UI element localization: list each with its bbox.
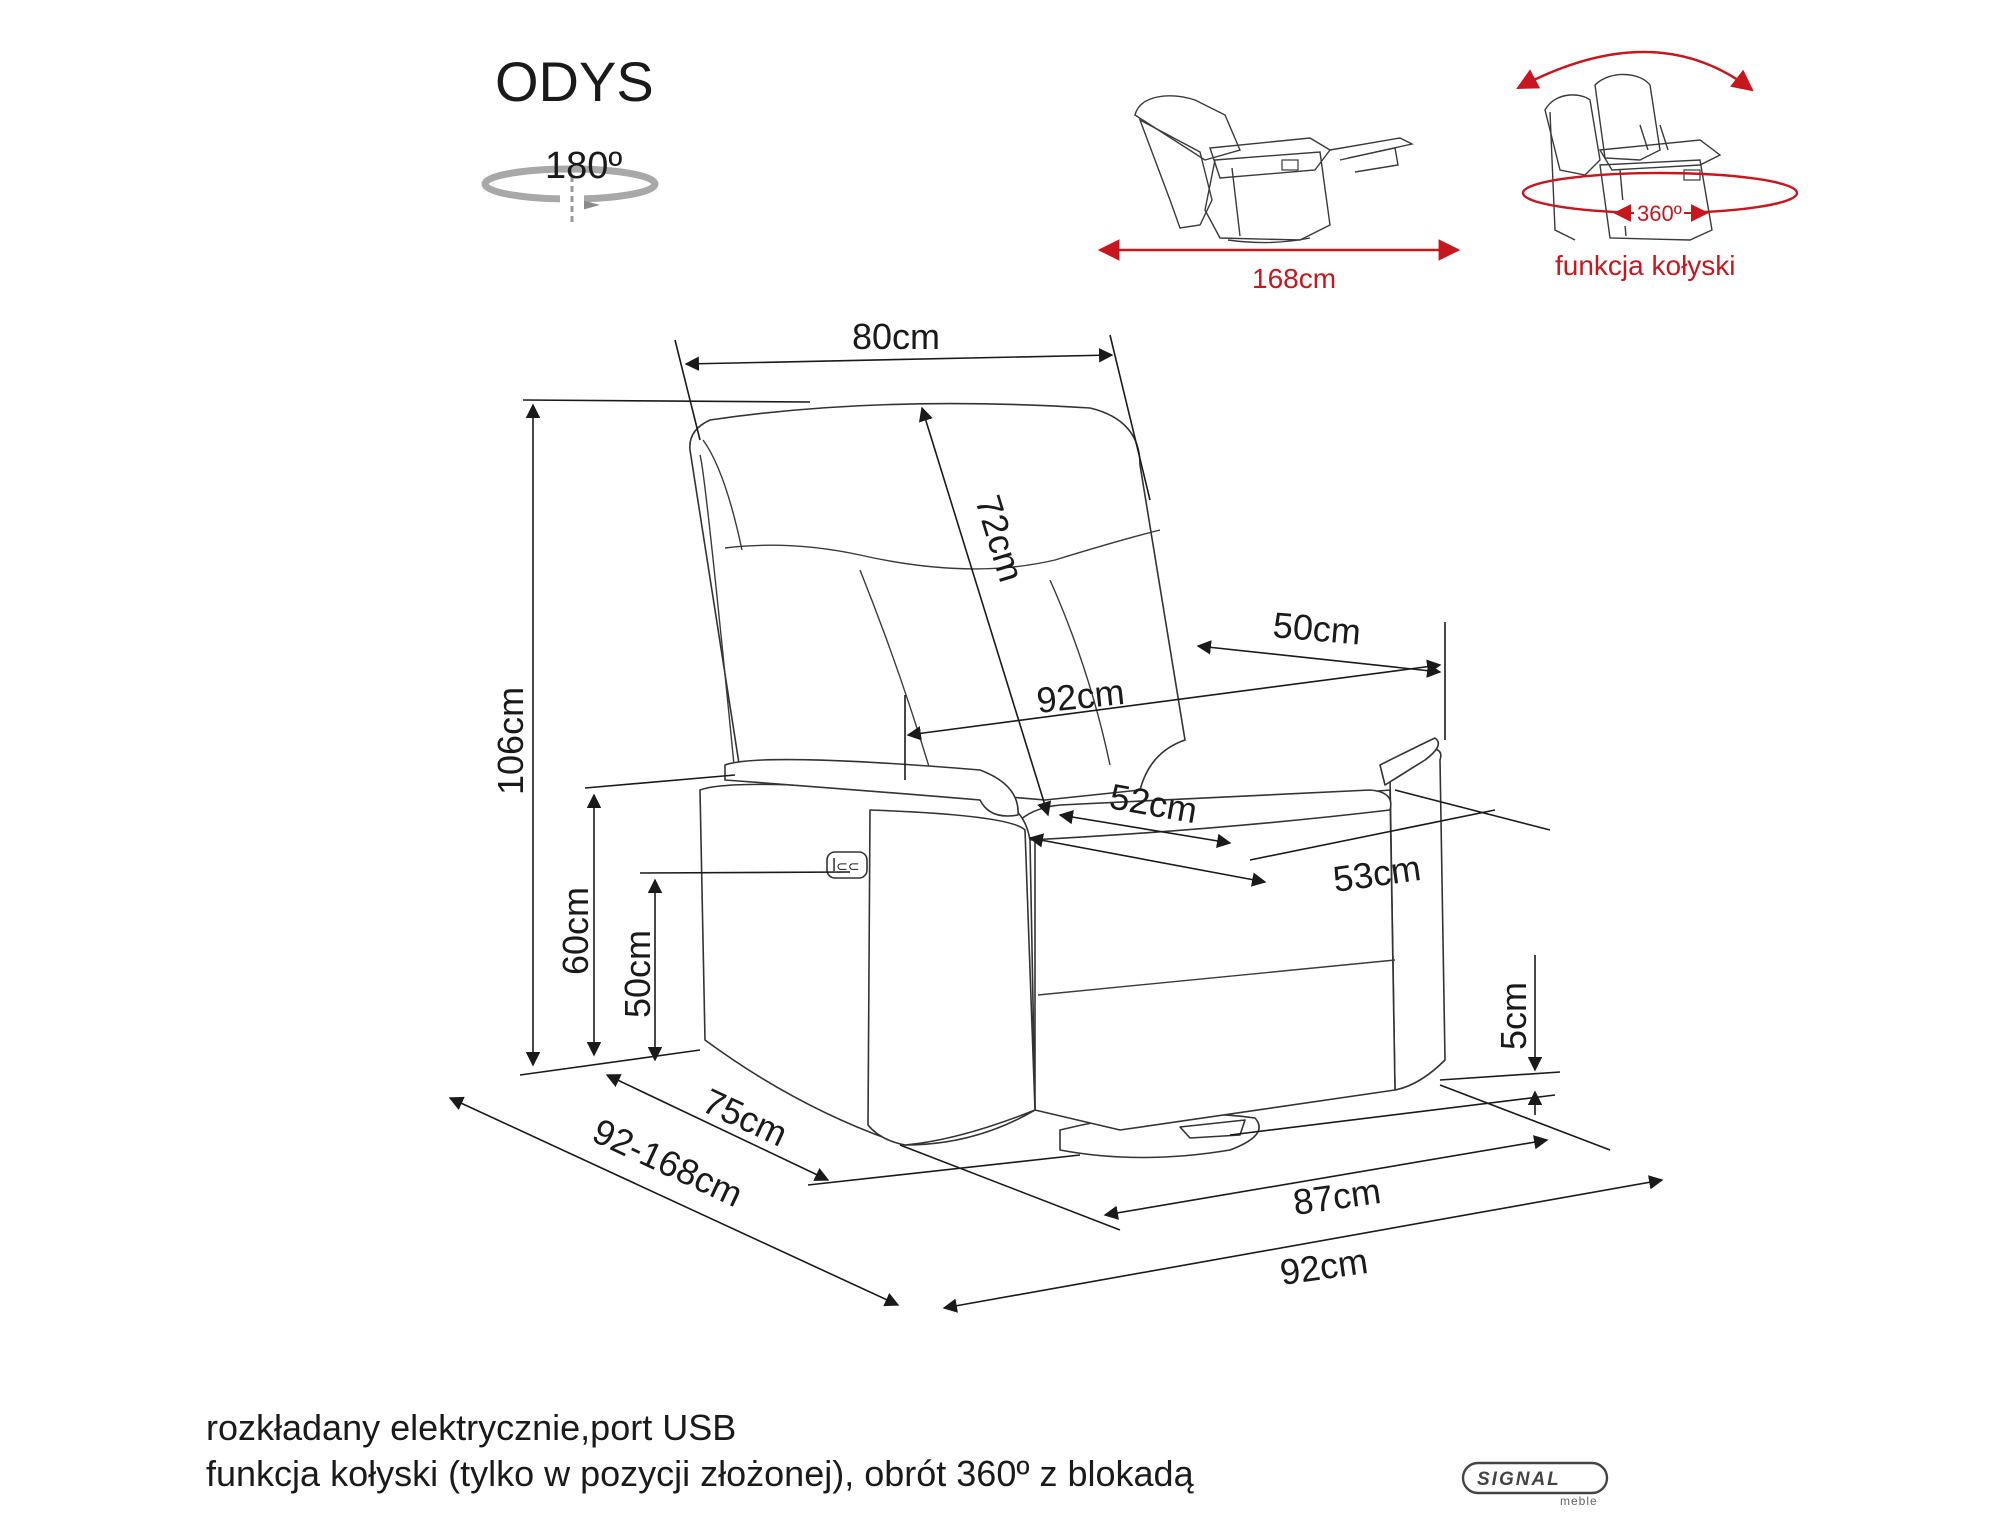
brand-logo: SIGNAL meble: [1461, 1461, 1609, 1508]
dim-width-top: 80cm: [852, 316, 940, 357]
dim-seat-height: 50cm: [617, 930, 658, 1018]
dim-total-width: 92cm: [1277, 1240, 1370, 1293]
note-line-1: rozkładany elektrycznie,port USB: [206, 1407, 737, 1448]
dimension-lines: [448, 334, 1664, 1313]
dim-inner-width: 92cm: [1035, 671, 1127, 721]
dim-depth: 75cm: [697, 1080, 794, 1154]
rocking-caption: funkcja kołyski: [1555, 250, 1736, 281]
rotation-label: 180º: [545, 145, 622, 187]
svg-text:ꟾ⊂⊂: ꟾ⊂⊂: [832, 858, 860, 874]
brand-name: SIGNAL: [1477, 1469, 1561, 1490]
dim-arm-height: 60cm: [555, 887, 596, 975]
dim-base-width: 87cm: [1290, 1170, 1383, 1223]
dim-armrest-length: 50cm: [1271, 604, 1362, 653]
recline-length-label: 168cm: [1252, 263, 1336, 294]
note-line-2: funkcja kołyski (tylko w pozycji złożone…: [206, 1453, 1194, 1494]
dim-total-height: 106cm: [490, 687, 531, 795]
brand-sub: meble: [1560, 1494, 1598, 1508]
product-notes: rozkładany elektrycznie,port USB funkcja…: [206, 1405, 1194, 1497]
reclined-chair-illustration: [1134, 95, 1415, 244]
dim-base-height: 5cm: [1493, 982, 1534, 1050]
armchair-drawing: ꟾ⊂⊂: [689, 402, 1446, 1159]
rocking-angle-label: 360º: [1637, 201, 1682, 226]
rotation-icon: [481, 165, 659, 226]
rocking-arc-arrow: [1516, 50, 1754, 92]
product-title: ODYS: [495, 50, 654, 113]
